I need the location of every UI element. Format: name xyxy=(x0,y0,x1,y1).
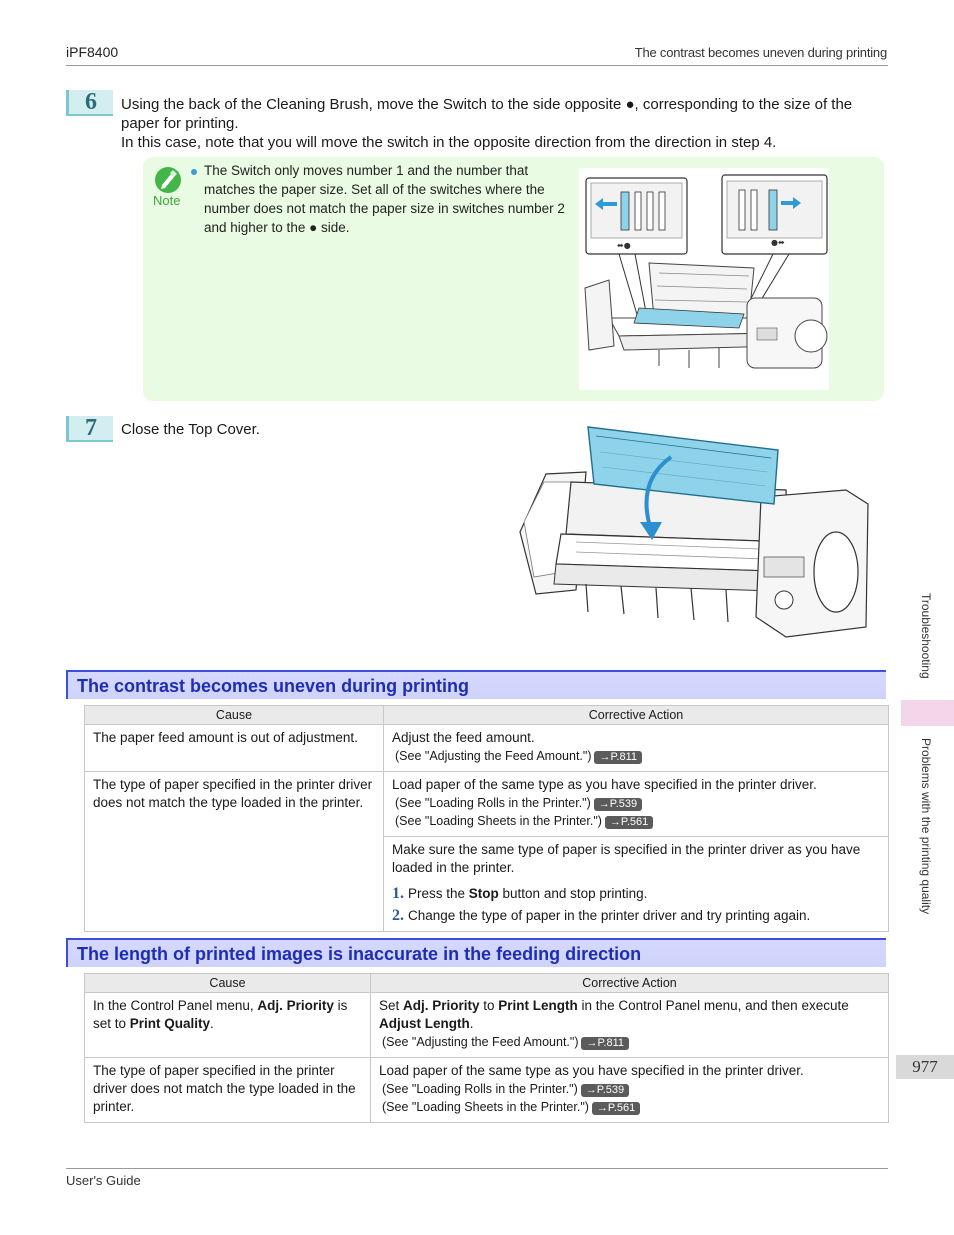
page-reference-badge[interactable]: →P.811 xyxy=(594,751,642,764)
cause-cell: The type of paper specified in the print… xyxy=(84,1057,371,1123)
action-text: Load paper of the same type as you have … xyxy=(392,777,817,792)
step-6-line-2: In this case, note that you will move th… xyxy=(121,134,777,151)
action-text: Adjust the feed amount. xyxy=(392,730,535,745)
page-reference-badge[interactable]: →P.811 xyxy=(581,1037,629,1050)
table-row: The type of paper specified in the print… xyxy=(84,771,889,932)
action-text: Set Adj. Priority to Print Length in the… xyxy=(379,998,849,1031)
column-header-cause: Cause xyxy=(84,705,384,725)
action-cell: Set Adj. Priority to Print Length in the… xyxy=(370,992,889,1058)
section-title: The contrast becomes uneven during print… xyxy=(77,676,470,696)
switch-left-label: ⬌● xyxy=(617,241,631,250)
sidebar-chapter-tab[interactable]: Troubleshooting xyxy=(919,593,933,679)
reference-link[interactable]: (See "Loading Sheets in the Printer.")→P… xyxy=(392,812,880,830)
switch-position-illustration: ⬌● ●⬌ xyxy=(579,168,829,390)
page-reference-badge[interactable]: →P.539 xyxy=(580,1084,630,1097)
step-7-badge: 7 xyxy=(66,415,113,442)
page-reference-badge[interactable]: →P.561 xyxy=(604,816,654,829)
contrast-uneven-table: Cause Corrective Action The paper feed a… xyxy=(84,705,889,932)
header-divider xyxy=(66,65,888,66)
table-row: The type of paper specified in the print… xyxy=(84,1057,889,1123)
note-bullet-icon xyxy=(191,169,197,175)
action-cell: Load paper of the same type as you have … xyxy=(370,1057,889,1123)
reference-link[interactable]: (See "Loading Sheets in the Printer.")→P… xyxy=(379,1098,880,1116)
cause-cell: The type of paper specified in the print… xyxy=(84,771,384,932)
action-cell: Make sure the same type of paper is spec… xyxy=(383,836,889,932)
section-heading-contrast-uneven: The contrast becomes uneven during print… xyxy=(66,670,886,699)
reference-link[interactable]: (See "Adjusting the Feed Amount.")→P.811 xyxy=(392,747,880,765)
action-cell: Adjust the feed amount. (See "Adjusting … xyxy=(383,724,889,772)
page-number: 977 xyxy=(896,1055,954,1079)
note-text: The Switch only moves number 1 and the n… xyxy=(204,163,565,235)
sidebar-subchapter-tab[interactable]: Problems with the printing quality xyxy=(919,738,933,915)
length-inaccurate-table: Cause Corrective Action In the Control P… xyxy=(84,973,889,1123)
footer-guide-title: User's Guide xyxy=(66,1173,141,1188)
page-reference-badge[interactable]: →P.539 xyxy=(593,798,643,811)
action-cell: Load paper of the same type as you have … xyxy=(383,771,889,837)
sidebar-active-marker xyxy=(901,700,954,726)
section-title: The length of printed images is inaccura… xyxy=(77,944,642,964)
header-model: iPF8400 xyxy=(66,44,119,60)
action-text: Make sure the same type of paper is spec… xyxy=(392,842,861,875)
step-6-text: Using the back of the Cleaning Brush, mo… xyxy=(121,95,891,152)
step-6-line-1: Using the back of the Cleaning Brush, mo… xyxy=(121,96,853,132)
note-pencil-icon xyxy=(155,167,181,193)
reference-link[interactable]: (See "Adjusting the Feed Amount.")→P.811 xyxy=(379,1033,880,1051)
cause-cell: In the Control Panel menu, Adj. Priority… xyxy=(84,992,371,1058)
header-section-title: The contrast becomes uneven during print… xyxy=(634,45,887,60)
column-header-cause: Cause xyxy=(84,973,371,993)
column-header-corrective-action: Corrective Action xyxy=(370,973,889,993)
switch-right-label: ●⬌ xyxy=(771,238,785,247)
action-text: Load paper of the same type as you have … xyxy=(379,1063,804,1078)
column-header-corrective-action: Corrective Action xyxy=(383,705,889,725)
reference-link[interactable]: (See "Loading Rolls in the Printer.")→P.… xyxy=(379,1080,880,1098)
list-item: 1.Press the Stop button and stop printin… xyxy=(392,885,648,902)
footer-divider xyxy=(66,1168,888,1169)
step-7-text: Close the Top Cover. xyxy=(121,421,260,438)
table-header-row: Cause Corrective Action xyxy=(84,705,889,725)
close-top-cover-illustration xyxy=(516,422,888,647)
cause-cell: The paper feed amount is out of adjustme… xyxy=(84,724,384,772)
reference-link[interactable]: (See "Loading Rolls in the Printer.")→P.… xyxy=(392,794,880,812)
step-6-badge: 6 xyxy=(66,89,113,116)
section-heading-length-inaccurate: The length of printed images is inaccura… xyxy=(66,938,886,967)
table-row: The paper feed amount is out of adjustme… xyxy=(84,724,889,772)
table-header-row: Cause Corrective Action xyxy=(84,973,889,993)
table-row: In the Control Panel menu, Adj. Priority… xyxy=(84,992,889,1058)
note-label: Note xyxy=(153,193,181,208)
table-row: Make sure the same type of paper is spec… xyxy=(85,836,889,932)
page-reference-badge[interactable]: →P.561 xyxy=(591,1102,641,1115)
list-item: 2.Change the type of paper in the printe… xyxy=(392,907,811,924)
